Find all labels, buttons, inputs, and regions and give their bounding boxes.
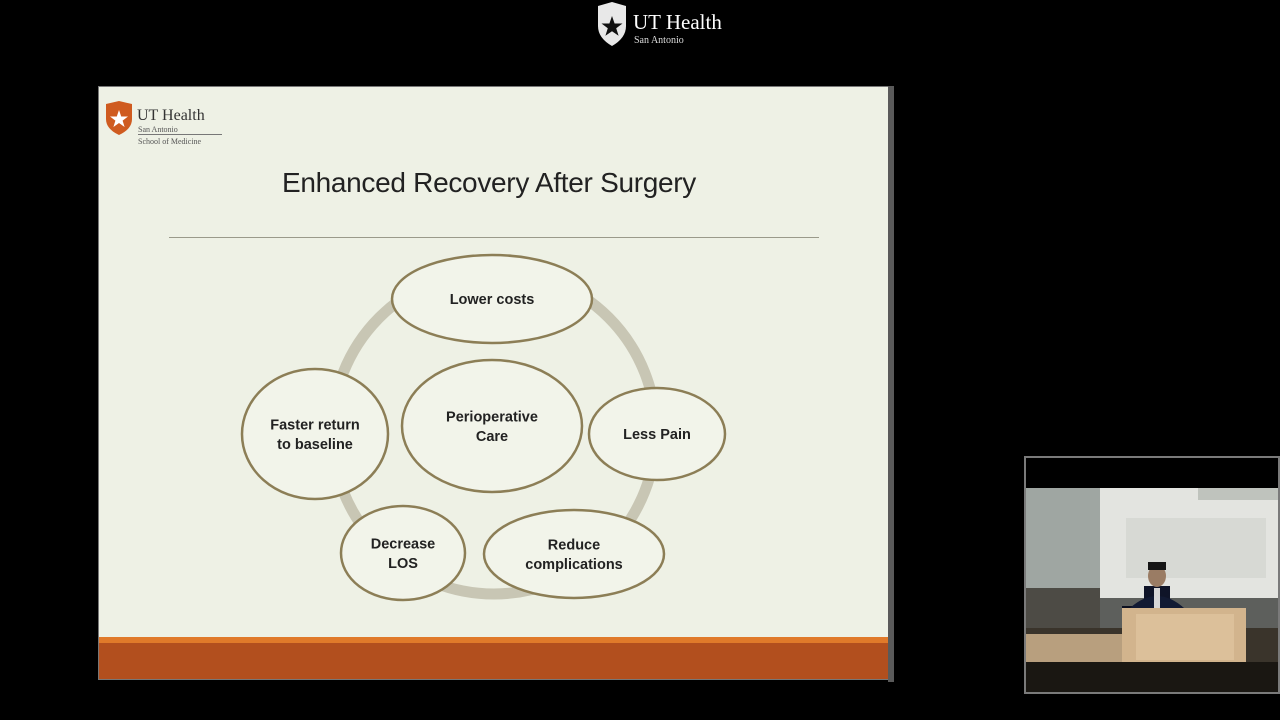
- shield-star-icon: [598, 2, 626, 46]
- outcome-reduce-complications-label: Reduce: [548, 537, 600, 553]
- outcome-reduce-complications-shape: [482, 508, 666, 600]
- speaker-video[interactable]: [1024, 456, 1280, 694]
- center-perioperative-care-shape: [400, 358, 584, 494]
- title-divider: [169, 237, 819, 238]
- outcome-lower-costs-shape: [390, 253, 594, 345]
- speaker-video-frame: [1026, 458, 1278, 692]
- slide-logo-name: UT Health: [137, 107, 205, 124]
- outcome-decrease-los-label: LOS: [388, 556, 418, 572]
- outcome-decrease-los-shape: [339, 504, 467, 602]
- slide-logo: UT Health San Antonio School of Medicine: [105, 101, 235, 149]
- presentation-slide: UT Health San Antonio School of Medicine…: [98, 86, 890, 680]
- outcome-lower-costs: Lower costs: [390, 253, 594, 345]
- outcome-less-pain-label: Less Pain: [623, 427, 691, 443]
- center-perioperative-care-label: Perioperative: [446, 409, 538, 425]
- outcome-less-pain-shape: [587, 386, 727, 482]
- outcome-lower-costs-label: Lower costs: [450, 292, 535, 308]
- slide-edge: [888, 86, 894, 682]
- broadcast-logo-name: UT Health: [633, 10, 722, 34]
- broadcast-logo: UT Health San Antonio: [596, 2, 736, 48]
- footer-band: [99, 643, 889, 679]
- slide-logo-divider: [138, 134, 222, 135]
- center-perioperative-care-label: Care: [476, 429, 508, 445]
- shield-star-icon: [106, 101, 132, 135]
- slide-logo-school: School of Medicine: [138, 137, 202, 146]
- footer-accent-bar: [99, 637, 889, 643]
- outcome-decrease-los-label: Decrease: [371, 536, 436, 552]
- outcome-faster-return-label: Faster return: [270, 417, 359, 433]
- outcome-faster-return-shape: [240, 367, 390, 501]
- outcome-faster-return-label: to baseline: [277, 437, 353, 453]
- slide-logo-subtitle: San Antonio: [138, 125, 178, 134]
- outcome-reduce-complications: Reduce complications: [482, 508, 666, 600]
- slide-title: Enhanced Recovery After Surgery: [281, 167, 697, 198]
- outcome-less-pain: Less Pain: [587, 386, 727, 482]
- broadcast-logo-subtitle: San Antonio: [634, 35, 684, 46]
- outcome-faster-return: Faster return to baseline: [240, 367, 390, 501]
- outcome-reduce-complications-label: complications: [525, 557, 623, 573]
